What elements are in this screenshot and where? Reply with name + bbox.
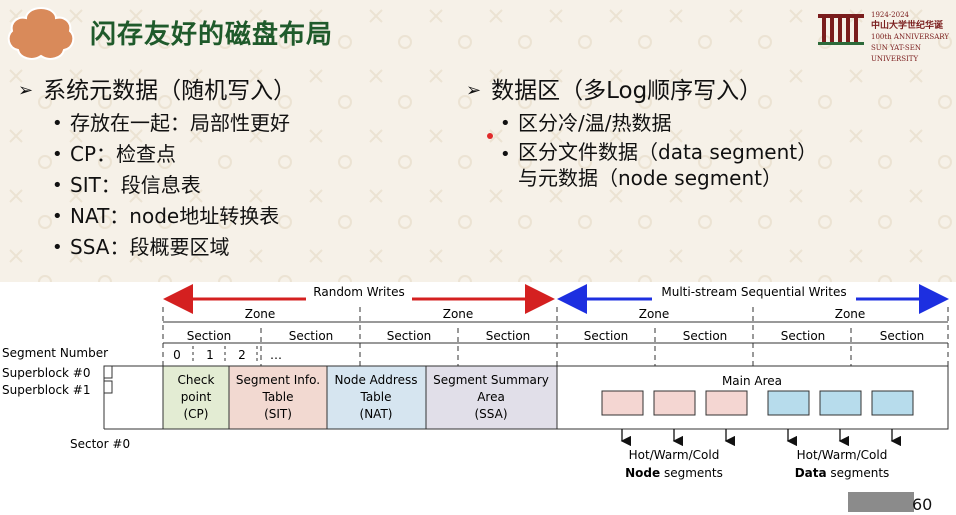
zone-label: Zone xyxy=(245,307,276,321)
cp-label: point xyxy=(181,390,212,404)
section-label: Section xyxy=(187,329,232,343)
cp-label: (CP) xyxy=(184,407,209,421)
superblock1-label: Superblock #1 xyxy=(2,383,91,397)
node-temp-label: Hot/Warm/Cold xyxy=(629,448,720,462)
list-item: SIT：段信息表 xyxy=(52,170,448,201)
arrow-bullet-icon: ➢ xyxy=(466,80,482,101)
data-area-heading: ➢ 数据区（多Log顺序写入） xyxy=(466,74,886,108)
metadata-heading: ➢ 系统元数据（随机写入） xyxy=(18,74,448,108)
data-segment-box xyxy=(819,390,862,416)
page-title: 闪存友好的磁盘布局 xyxy=(90,20,334,50)
superblock1-box xyxy=(103,380,113,394)
data-temp-label: Hot/Warm/Cold xyxy=(797,448,888,462)
section-label: Section xyxy=(880,329,925,343)
pointer-dot xyxy=(487,133,493,139)
node-segment-box xyxy=(653,390,696,416)
zone-label: Zone xyxy=(639,307,670,321)
data-area-section: ➢ 数据区（多Log顺序写入） 区分冷/温/热数据 区分文件数据（data se… xyxy=(466,74,886,191)
ssa-label: (SSA) xyxy=(474,407,507,421)
data-segment-box xyxy=(871,390,914,416)
sector-label: Sector #0 xyxy=(70,437,130,451)
segment-number: 0 xyxy=(173,348,181,362)
page-number: 60 xyxy=(912,495,933,514)
section-label: Section xyxy=(289,329,334,343)
metadata-heading-text: 系统元数据（随机写入） xyxy=(43,78,297,104)
main-area-label: Main Area xyxy=(722,374,782,388)
nat-label: (NAT) xyxy=(360,407,393,421)
arrow-bullet-icon: ➢ xyxy=(18,80,34,101)
data-segments-caption: Data segments xyxy=(795,466,890,480)
list-item: CP：检查点 xyxy=(52,139,448,170)
sequential-writes-label: Multi-stream Sequential Writes xyxy=(661,285,846,299)
metadata-list: 存放在一起：局部性更好 CP：检查点 SIT：段信息表 NAT：node地址转换… xyxy=(18,108,448,263)
section-label: Section xyxy=(584,329,629,343)
data-area-list: 区分冷/温/热数据 区分文件数据（data segment） 与元数据（node… xyxy=(466,108,886,191)
segment-number: 1 xyxy=(206,348,214,362)
zone-label: Zone xyxy=(443,307,474,321)
superblock0-box xyxy=(103,365,113,379)
list-item: NAT：node地址转换表 xyxy=(52,201,448,232)
node-segments-caption: Node segments xyxy=(625,466,723,480)
superblock0-label: Superblock #0 xyxy=(2,366,91,380)
list-item: 存放在一起：局部性更好 xyxy=(52,108,448,139)
logo-anniversary: 100th ANNIVERSARY xyxy=(871,33,949,41)
sit-label: Table xyxy=(261,390,293,404)
logo-years: 1924-2024 xyxy=(871,11,909,19)
section-label: Section xyxy=(781,329,826,343)
nat-label: Node Address xyxy=(335,373,418,387)
list-item: 区分冷/温/热数据 xyxy=(500,108,886,139)
nat-label: Table xyxy=(359,390,391,404)
logo-text: 1924-2024 中山大学世纪华诞 100th ANNIVERSARY SUN… xyxy=(871,10,956,65)
data-segment-box xyxy=(767,390,810,416)
section-label: Section xyxy=(486,329,531,343)
ssa-label: Area xyxy=(477,390,505,404)
title-badge-icon xyxy=(7,6,75,60)
segment-number: 2 xyxy=(238,348,246,362)
logo-name: 中山大学世纪华诞 xyxy=(871,21,944,31)
cp-block xyxy=(162,365,230,430)
segment-number-label: Segment Number xyxy=(2,346,108,360)
logo-university: SUN YAT-SEN UNIVERSITY xyxy=(871,44,921,63)
list-item: SSA：段概要区域 xyxy=(52,232,448,263)
cp-label: Check xyxy=(178,373,215,387)
random-writes-label: Random Writes xyxy=(313,285,404,299)
node-segment-box xyxy=(601,390,644,416)
ssa-label: Segment Summary xyxy=(433,373,549,387)
sit-label: (SIT) xyxy=(264,407,292,421)
zone-label: Zone xyxy=(835,307,866,321)
sit-block xyxy=(228,365,328,430)
metadata-section: ➢ 系统元数据（随机写入） 存放在一起：局部性更好 CP：检查点 SIT：段信息… xyxy=(18,74,448,263)
data-area-heading-text: 数据区（多Log顺序写入） xyxy=(491,78,763,104)
list-item-line: 区分文件数据（data segment） xyxy=(518,140,818,164)
list-item-line: 与元数据（node segment） xyxy=(518,166,782,190)
corner-watermark xyxy=(848,492,914,512)
section-label: Section xyxy=(683,329,728,343)
university-logo xyxy=(818,14,864,45)
sit-label: Segment Info. xyxy=(236,373,320,387)
disk-layout-diagram: Random Writes Multi-stream Sequential Wr… xyxy=(0,282,956,515)
segment-number: … xyxy=(270,348,282,362)
nat-block xyxy=(326,365,427,430)
section-label: Section xyxy=(387,329,432,343)
node-segment-box xyxy=(705,390,748,416)
list-item: 区分文件数据（data segment） 与元数据（node segment） xyxy=(500,139,886,191)
